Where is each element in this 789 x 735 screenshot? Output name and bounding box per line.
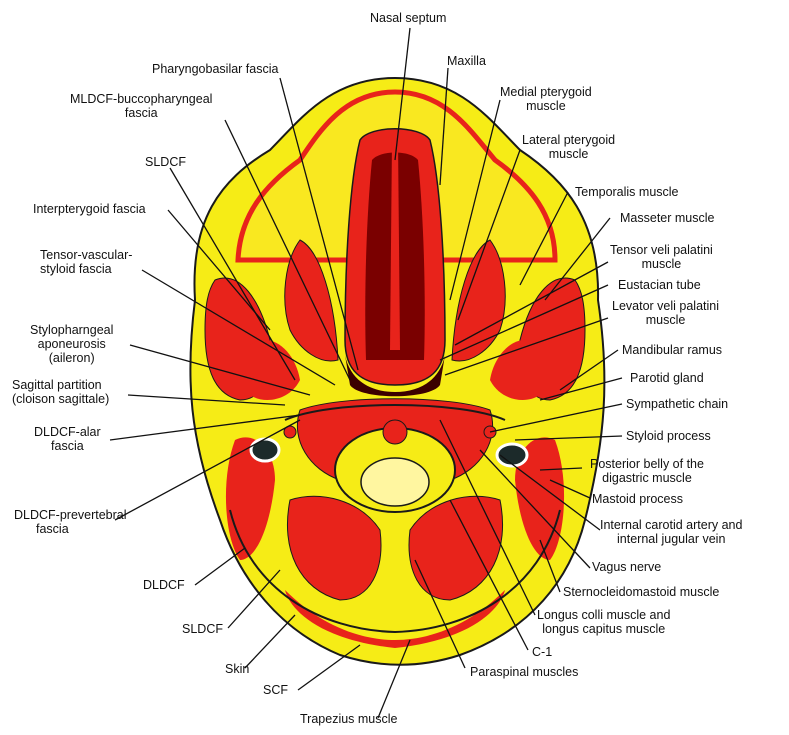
label-posterior-belly-digastric: Posterior belly of the digastric muscle — [590, 457, 704, 485]
label-masseter-muscle: Masseter muscle — [620, 211, 714, 225]
label-dldcf: DLDCF — [143, 578, 185, 592]
label-parotid-gland: Parotid gland — [630, 371, 704, 385]
label-styloid-process: Styloid process — [626, 429, 711, 443]
label-vagus-nerve: Vagus nerve — [592, 560, 661, 574]
dens — [383, 420, 407, 444]
label-mastoid-process: Mastoid process — [592, 492, 683, 506]
label-c1: C-1 — [532, 645, 552, 659]
label-eustachian-tube: Eustacian tube — [618, 278, 701, 292]
left-jugular — [251, 439, 279, 461]
label-longus-colli-capitus: Longus colli muscle and longus capitus m… — [537, 608, 670, 636]
c1-canal — [361, 458, 429, 506]
label-medial-pterygoid: Medial pterygoid muscle — [500, 85, 592, 113]
label-lateral-pterygoid: Lateral pterygoid muscle — [522, 133, 615, 161]
label-sympathetic-chain: Sympathetic chain — [626, 397, 728, 411]
right-jugular — [497, 444, 527, 466]
label-sagittal-partition: Sagittal partition (cloison sagittale) — [12, 378, 109, 406]
label-levator-veli-palatini: Levator veli palatini muscle — [612, 299, 719, 327]
label-paraspinal-muscles: Paraspinal muscles — [470, 665, 578, 679]
label-stylopharyngeal-aponeurosis: Stylopharngeal aponeurosis (aileron) — [30, 323, 113, 365]
label-temporalis-muscle: Temporalis muscle — [575, 185, 679, 199]
label-sldcf-top: SLDCF — [145, 155, 186, 169]
label-skin: Skin — [225, 662, 249, 676]
label-tensor-vascular-styloid: Tensor-vascular- styloid fascia — [40, 248, 132, 276]
label-interpterygoid-fascia: Interpterygoid fascia — [33, 202, 146, 216]
label-dldcf-alar-fascia: DLDCF-alar fascia — [34, 425, 101, 453]
label-maxilla: Maxilla — [447, 54, 486, 68]
label-mldcf-buccopharyngeal: MLDCF-buccopharyngeal fascia — [70, 92, 212, 120]
label-internal-carotid-jugular: Internal carotid artery and internal jug… — [600, 518, 742, 546]
label-dldcf-prevertebral-fascia: DLDCF-prevertebral fascia — [14, 508, 127, 536]
label-nasal-septum: Nasal septum — [370, 11, 446, 25]
label-pharyngobasilar-fascia: Pharyngobasilar fascia — [152, 62, 278, 76]
label-sldcf-bottom: SLDCF — [182, 622, 223, 636]
label-sternocleidomastoid: Sternocleidomastoid muscle — [563, 585, 719, 599]
label-trapezius-muscle: Trapezius muscle — [300, 712, 398, 726]
label-scf: SCF — [263, 683, 288, 697]
label-tensor-veli-palatini: Tensor veli palatini muscle — [610, 243, 713, 271]
label-mandibular-ramus: Mandibular ramus — [622, 343, 722, 357]
